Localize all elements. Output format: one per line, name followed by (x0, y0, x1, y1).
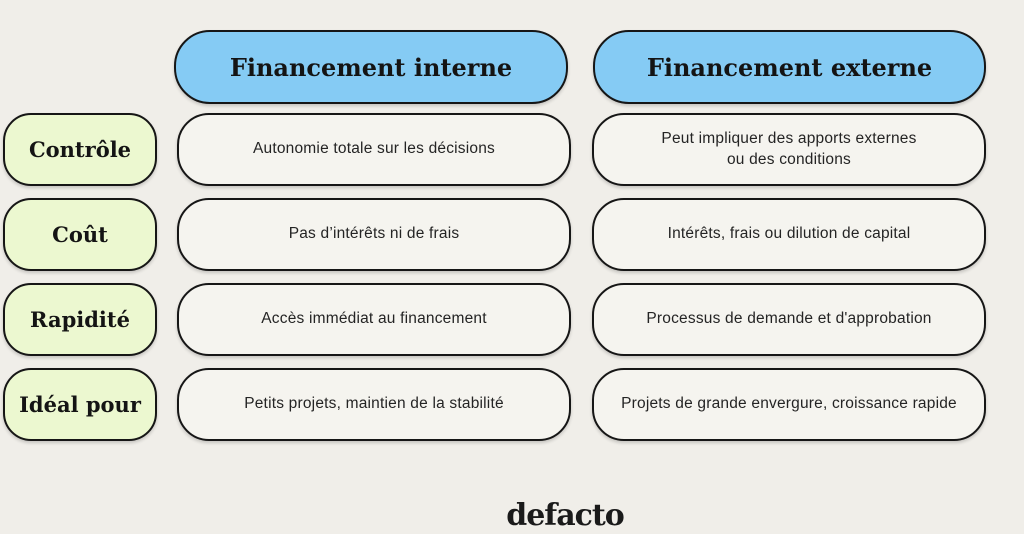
defacto-logo: defacto (506, 498, 625, 533)
cell-rapidite-interne: Accès immédiat au financement (177, 283, 571, 356)
row-label-cout: Coût (3, 198, 157, 271)
row-label-controle: Contrôle (3, 113, 157, 186)
cell-cout-interne: Pas d’intérêts ni de frais (177, 198, 571, 271)
row-label-ideal-pour: Idéal pour (3, 368, 157, 441)
cell-controle-externe: Peut impliquer des apports externes ou d… (592, 113, 986, 186)
cell-ideal-pour-externe: Projets de grande envergure, croissance … (592, 368, 986, 441)
row-label-rapidite: Rapidité (3, 283, 157, 356)
cell-cout-externe: Intérêts, frais ou dilution de capital (592, 198, 986, 271)
column-header-financement-externe: Financement externe (593, 30, 986, 104)
column-header-financement-interne: Financement interne (174, 30, 568, 104)
cell-ideal-pour-interne: Petits projets, maintien de la stabilité (177, 368, 571, 441)
cell-controle-interne: Autonomie totale sur les décisions (177, 113, 571, 186)
cell-rapidite-externe: Processus de demande et d'approbation (592, 283, 986, 356)
